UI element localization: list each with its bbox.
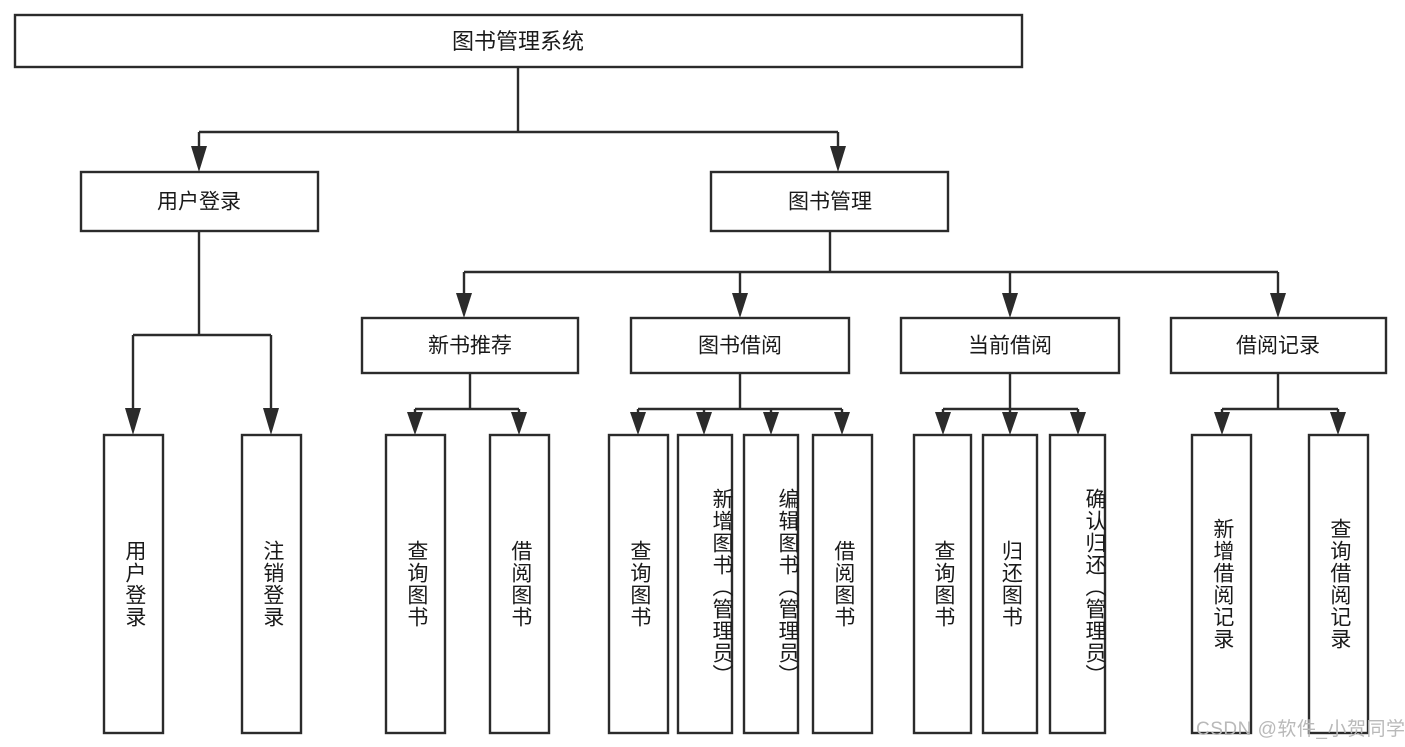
arrowhead-record-l2 — [1330, 412, 1346, 435]
node-user-login-label: 用户登录 — [157, 191, 241, 214]
node-current-borrow-label: 当前借阅 — [968, 335, 1052, 358]
leaf-box-borrow-book-newbook[interactable] — [488, 433, 551, 735]
node-user-login[interactable]: 用户登录 — [79, 170, 320, 233]
arrowhead-borrow-l3 — [763, 412, 779, 435]
connector-group-book-mgmt — [456, 231, 1286, 318]
node-user-login-box[interactable] — [79, 170, 320, 233]
connector-group-new-book — [407, 373, 527, 435]
arrowhead-login-leaf2 — [263, 408, 279, 435]
node-book-borrow-box[interactable] — [629, 316, 851, 375]
node-book-management-box[interactable] — [709, 170, 950, 233]
leaf-box-return-book[interactable] — [981, 433, 1039, 735]
node-new-book-recommend-label: 新书推荐 — [428, 335, 512, 358]
leaf-box-borrow-book[interactable] — [811, 433, 874, 735]
arrowhead-bookmgmt-c2 — [732, 293, 748, 318]
leaf-box-query-book-newbook[interactable] — [384, 433, 447, 735]
leaf-box-add-borrow-record[interactable] — [1190, 433, 1253, 735]
node-book-management-label: 图书管理 — [788, 191, 872, 214]
arrowhead-borrow-l4 — [834, 412, 850, 435]
arrowhead-borrow-l2 — [696, 412, 712, 435]
node-new-book-recommend[interactable]: 新书推荐 — [360, 316, 580, 375]
arrowhead-newbook-l1 — [407, 412, 423, 435]
arrowhead-bookmgmt-c3 — [1002, 293, 1018, 318]
connector-group-user-login — [125, 231, 279, 435]
node-current-borrow-box[interactable] — [899, 316, 1121, 375]
arrowhead-current-l2 — [1002, 412, 1018, 435]
node-new-book-recommend-box[interactable] — [360, 316, 580, 375]
node-book-borrow-label: 图书借阅 — [698, 335, 782, 358]
node-current-borrow[interactable]: 当前借阅 — [899, 316, 1121, 375]
arrowhead-record-l1 — [1214, 412, 1230, 435]
arrowhead-current-l1 — [935, 412, 951, 435]
leaf-box-user-login[interactable] — [102, 433, 165, 735]
connector-group-current-borrow — [935, 373, 1086, 435]
leaf-box-query-borrow-record[interactable] — [1307, 433, 1370, 735]
node-book-borrow[interactable]: 图书借阅 — [629, 316, 851, 375]
arrowhead-bookmgmt-c4 — [1270, 293, 1286, 318]
arrowhead-current-l3 — [1070, 412, 1086, 435]
node-root[interactable]: 图书管理系统 — [13, 13, 1024, 69]
node-root-box[interactable] — [13, 13, 1024, 69]
leaf-boxes — [102, 433, 1370, 735]
leaf-box-add-book-admin[interactable] — [676, 433, 734, 735]
leaf-box-query-book-current[interactable] — [912, 433, 973, 735]
connector-group-root — [191, 67, 846, 172]
arrowhead-borrow-l1 — [630, 412, 646, 435]
arrowhead-root-to-login — [191, 146, 207, 172]
node-borrow-record-box[interactable] — [1169, 316, 1388, 375]
connector-group-borrow — [630, 373, 850, 435]
leaf-box-query-book-borrow[interactable] — [607, 433, 670, 735]
leaf-box-confirm-return-admin[interactable] — [1048, 433, 1107, 735]
arrowhead-root-to-bookmgmt — [830, 146, 846, 172]
node-root-label: 图书管理系统 — [452, 29, 584, 54]
connector-group-borrow-record — [1214, 373, 1346, 435]
arrowhead-newbook-l2 — [511, 412, 527, 435]
csdn-watermark: CSDN @软件_小贺同学 — [1196, 719, 1405, 740]
arrowhead-bookmgmt-c1 — [456, 293, 472, 318]
arrowhead-login-leaf1 — [125, 408, 141, 435]
node-book-management[interactable]: 图书管理 — [709, 170, 950, 233]
node-borrow-record-label: 借阅记录 — [1236, 335, 1320, 358]
node-borrow-record[interactable]: 借阅记录 — [1169, 316, 1388, 375]
leaf-box-edit-book-admin[interactable] — [742, 433, 800, 735]
leaf-box-logout[interactable] — [240, 433, 303, 735]
